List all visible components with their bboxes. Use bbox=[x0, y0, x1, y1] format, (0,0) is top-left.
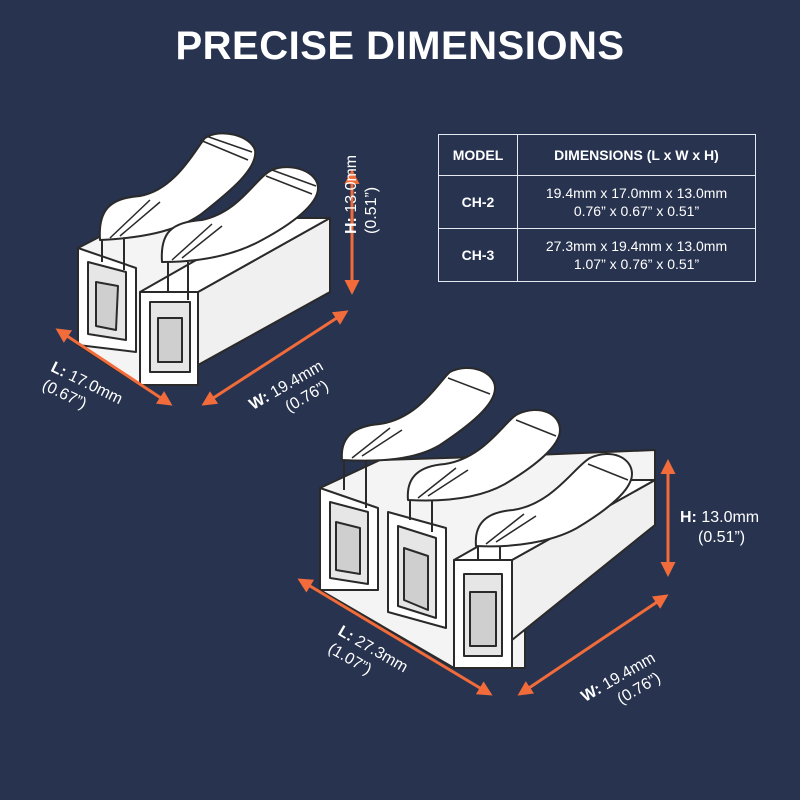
ch3-width-arrow bbox=[517, 594, 669, 696]
model-cell: CH-3 bbox=[438, 228, 518, 282]
ch2-length-arrow bbox=[55, 328, 173, 406]
model-header: MODEL bbox=[438, 134, 518, 176]
model-cell: CH-2 bbox=[438, 175, 518, 229]
ch2-height-label: H: 13.0mm(0.51”) bbox=[343, 154, 380, 234]
ch3-height-label: H: 13.0mm(0.51”) bbox=[680, 509, 760, 546]
table-header-row: MODEL DIMENSIONS (L x W x H) bbox=[438, 134, 756, 176]
dimensions-table: MODEL DIMENSIONS (L x W x H) CH-2 19.4mm… bbox=[438, 134, 756, 282]
ch3-length-arrow bbox=[297, 578, 493, 696]
table-row: CH-3 27.3mm x 19.4mm x 13.0mm 1.07” x 0.… bbox=[438, 228, 756, 282]
dimensions-header: DIMENSIONS (L x W x H) bbox=[517, 134, 756, 176]
dimensions-cell: 19.4mm x 17.0mm x 13.0mm 0.76” x 0.67” x… bbox=[517, 175, 756, 229]
table-row: CH-2 19.4mm x 17.0mm x 13.0mm 0.76” x 0.… bbox=[438, 175, 756, 229]
ch2-width-arrow bbox=[201, 310, 349, 406]
dimensions-cell: 27.3mm x 19.4mm x 13.0mm 1.07” x 0.76” x… bbox=[517, 228, 756, 282]
page-title: PRECISE DIMENSIONS bbox=[175, 24, 625, 68]
